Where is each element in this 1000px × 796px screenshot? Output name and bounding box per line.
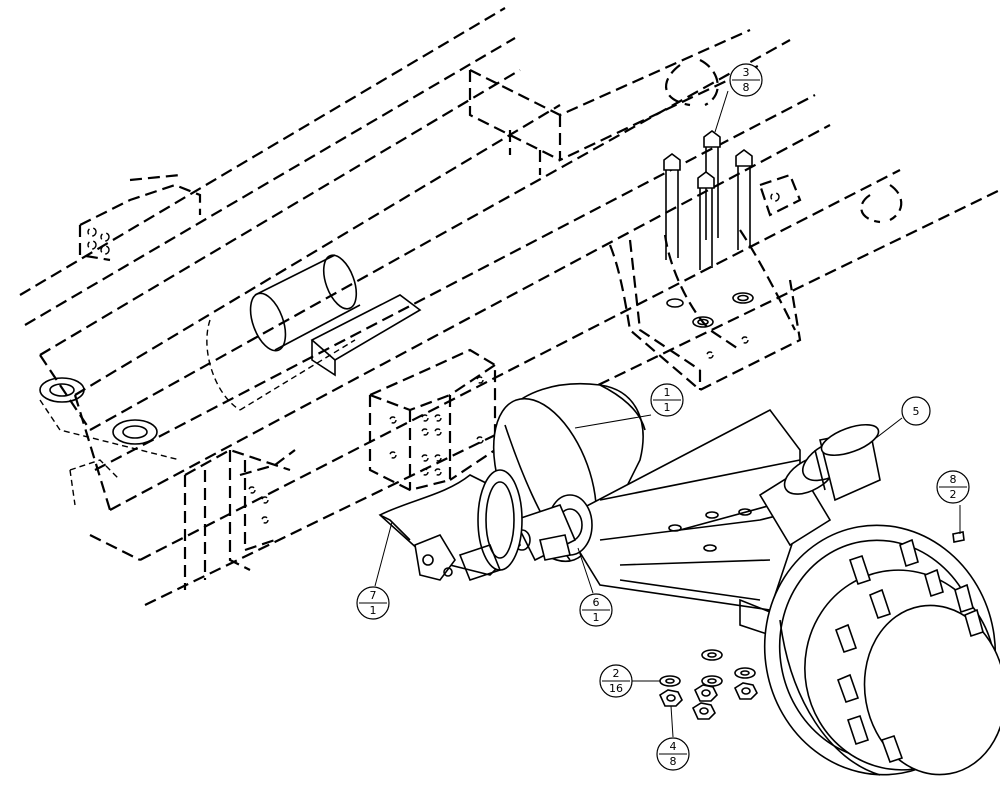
callout-4: 4 8 xyxy=(656,737,690,771)
wheel-studs xyxy=(834,538,984,764)
callout-2-item: 2 xyxy=(613,667,620,680)
callout-3-item: 3 xyxy=(743,66,750,79)
callout-5: 5 xyxy=(901,396,931,426)
callout-2-qty: 16 xyxy=(609,682,623,695)
callout-5-item: 5 xyxy=(913,405,920,418)
callout-1-qty: 1 xyxy=(664,401,671,414)
u-bolts xyxy=(663,130,753,270)
callout-3-qty: 8 xyxy=(743,81,750,94)
callout-1-item: 1 xyxy=(664,386,671,399)
callout-7-item: 7 xyxy=(370,589,377,602)
phantom-tires xyxy=(664,59,903,224)
callout-1: 1 1 xyxy=(650,383,684,417)
right-clip-block xyxy=(758,173,802,217)
callout-6: 6 1 xyxy=(579,593,613,627)
air-brake-housing xyxy=(378,469,523,581)
lower-left-bracket xyxy=(183,448,296,590)
callout-4-item: 4 xyxy=(670,740,677,753)
spring-hanger-right xyxy=(608,229,802,392)
small-bolt xyxy=(952,531,965,543)
callout-3: 3 8 xyxy=(729,63,763,97)
cross-member xyxy=(468,28,761,175)
callout-8: 8 2 xyxy=(936,470,970,504)
hanger-bracket-center xyxy=(368,348,497,492)
callout-2: 2 16 xyxy=(599,664,633,698)
steering-knuckle xyxy=(758,423,881,547)
nuts xyxy=(658,682,758,720)
callout-6-item: 6 xyxy=(593,596,600,609)
washers xyxy=(659,649,756,687)
callout-8-item: 8 xyxy=(950,473,957,486)
callout-6-qty: 1 xyxy=(593,611,600,624)
left-bracket xyxy=(78,173,202,262)
leader-lines xyxy=(374,90,961,738)
callout-8-qty: 2 xyxy=(950,488,957,501)
callout-7-qty: 1 xyxy=(370,604,377,617)
spring-seat-left xyxy=(39,377,181,506)
callout-4-qty: 8 xyxy=(670,755,677,768)
drive-shaft-cylinder xyxy=(206,254,422,411)
callout-7: 7 1 xyxy=(356,586,390,620)
